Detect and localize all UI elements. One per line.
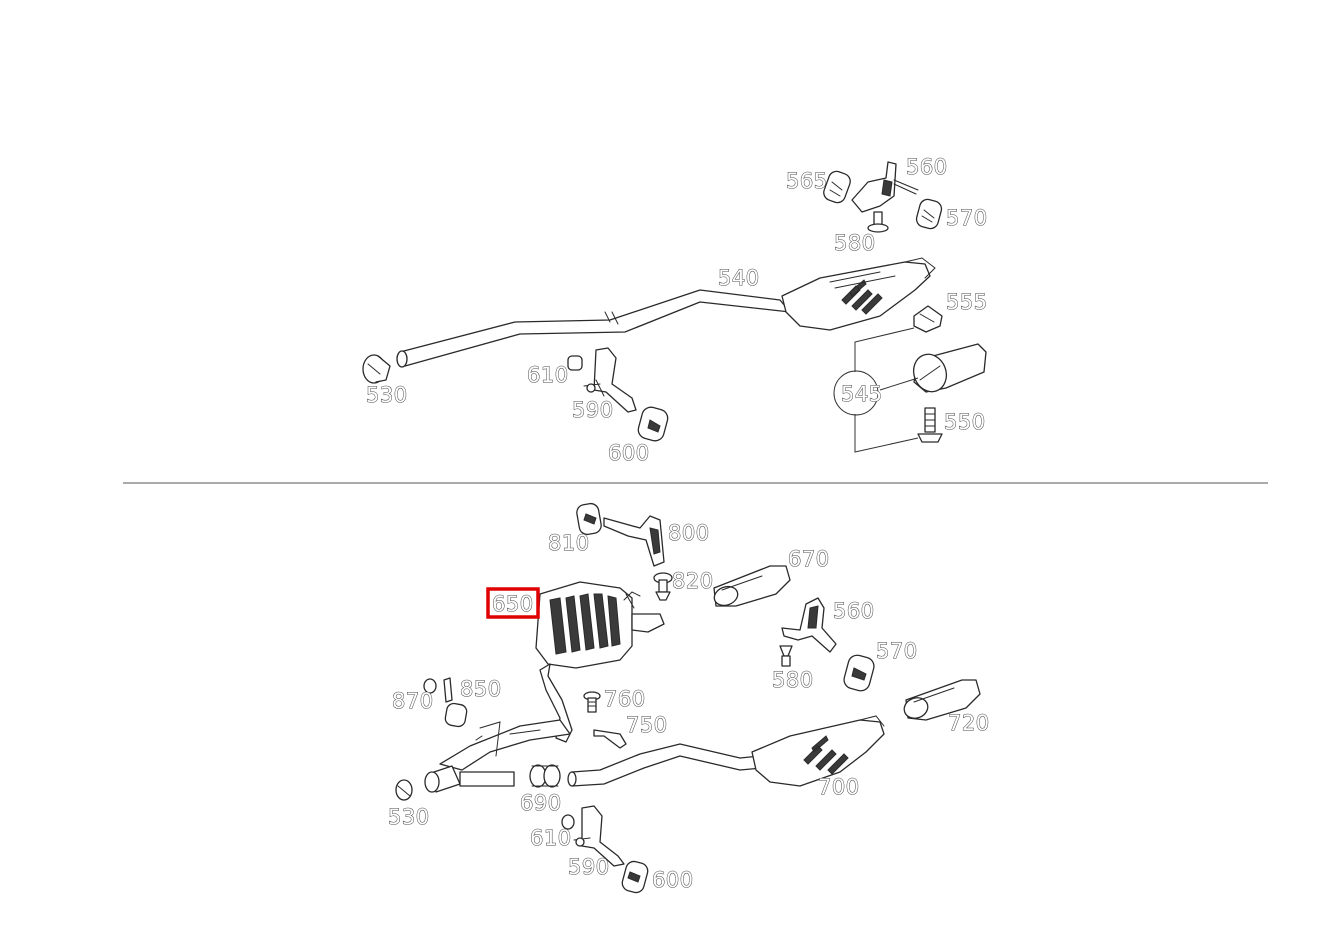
label-580[interactable]: 580 bbox=[834, 231, 876, 256]
part-530-clamp[interactable] bbox=[362, 354, 391, 384]
label-550[interactable]: 550 bbox=[944, 410, 986, 435]
part-540-rear-muffler[interactable] bbox=[781, 257, 936, 331]
part-560-bracket[interactable] bbox=[851, 161, 919, 213]
label-540[interactable]: 540 bbox=[718, 266, 760, 291]
part-570-rubber-mount[interactable] bbox=[915, 198, 943, 231]
part-565-rubber-mount[interactable] bbox=[822, 169, 853, 205]
part-590-bracket[interactable] bbox=[573, 805, 625, 867]
label-610[interactable]: 610 bbox=[530, 826, 572, 851]
label-555[interactable]: 555 bbox=[946, 290, 988, 315]
part-560-bracket[interactable] bbox=[781, 597, 837, 653]
part-650-front-muffler[interactable] bbox=[535, 581, 665, 743]
part-610-bushing[interactable] bbox=[567, 355, 583, 371]
label-870[interactable]: 870 bbox=[392, 689, 434, 714]
part-570-rubber-mount[interactable] bbox=[842, 653, 876, 693]
label-530[interactable]: 530 bbox=[388, 805, 430, 830]
label-820[interactable]: 820 bbox=[672, 569, 714, 594]
part-front-pipe[interactable] bbox=[424, 719, 571, 793]
part-870-bushing[interactable] bbox=[423, 678, 437, 694]
label-545[interactable]: 545 bbox=[841, 382, 883, 407]
label-850[interactable]: 850 bbox=[460, 677, 502, 702]
part-700-rear-pipe[interactable] bbox=[567, 743, 763, 787]
part-810-rubber-mount[interactable] bbox=[576, 502, 603, 536]
label-690[interactable]: 690 bbox=[520, 791, 562, 816]
label-590[interactable]: 590 bbox=[572, 398, 614, 423]
part-545-tailpipe-tip[interactable] bbox=[908, 343, 987, 396]
label-610[interactable]: 610 bbox=[527, 363, 569, 388]
lower-callouts: 810 800 670 820 650 560 570 580 870 850 … bbox=[388, 521, 990, 893]
part-530-clamp[interactable] bbox=[395, 779, 413, 801]
label-590[interactable]: 590 bbox=[568, 855, 610, 880]
label-670[interactable]: 670 bbox=[788, 547, 830, 572]
label-530[interactable]: 530 bbox=[366, 383, 408, 408]
part-820-bolt[interactable] bbox=[653, 572, 673, 601]
part-850-hanger[interactable] bbox=[443, 677, 468, 728]
part-540-exhaust-pipe[interactable] bbox=[396, 289, 791, 368]
label-600[interactable]: 600 bbox=[652, 868, 694, 893]
part-690-clamp[interactable] bbox=[529, 764, 561, 788]
part-700-rear-muffler[interactable] bbox=[751, 715, 885, 787]
part-555-clip[interactable] bbox=[913, 305, 943, 333]
part-600-rubber-mount[interactable] bbox=[636, 405, 669, 443]
label-570[interactable]: 570 bbox=[876, 639, 918, 664]
part-750-bracket[interactable] bbox=[593, 729, 627, 749]
label-565[interactable]: 565 bbox=[786, 169, 828, 194]
part-800-bracket[interactable] bbox=[603, 515, 665, 567]
upper-assembly: 565 560 570 580 540 555 545 550 530 610 … bbox=[362, 155, 988, 466]
label-600[interactable]: 600 bbox=[608, 441, 650, 466]
part-670-tailpipe-tip[interactable] bbox=[712, 565, 791, 609]
label-580[interactable]: 580 bbox=[772, 668, 814, 693]
part-580-bolt[interactable] bbox=[779, 645, 793, 667]
upper-callouts: 565 560 570 580 540 555 545 550 530 610 … bbox=[366, 155, 988, 466]
label-560[interactable]: 560 bbox=[906, 155, 948, 180]
lower-assembly: 810 800 670 820 650 560 570 580 870 850 … bbox=[388, 502, 990, 894]
label-760[interactable]: 760 bbox=[604, 687, 646, 712]
part-610-bushing[interactable] bbox=[561, 814, 575, 830]
label-800[interactable]: 800 bbox=[668, 521, 710, 546]
part-720-tailpipe-tip[interactable] bbox=[901, 679, 981, 722]
label-700[interactable]: 700 bbox=[818, 775, 860, 800]
label-650[interactable]: 650 bbox=[492, 592, 534, 617]
label-750[interactable]: 750 bbox=[626, 713, 668, 738]
label-720[interactable]: 720 bbox=[948, 711, 990, 736]
part-600-rubber-mount[interactable] bbox=[620, 860, 649, 895]
label-570[interactable]: 570 bbox=[946, 206, 988, 231]
part-550-screw[interactable] bbox=[917, 407, 943, 443]
group-545-leaders bbox=[833, 327, 919, 453]
label-810[interactable]: 810 bbox=[548, 531, 590, 556]
label-560[interactable]: 560 bbox=[833, 599, 875, 624]
part-580-bolt[interactable] bbox=[867, 211, 889, 233]
part-760-bolt[interactable] bbox=[583, 691, 601, 713]
part-650-highlight bbox=[486, 587, 540, 619]
part-590-bracket[interactable] bbox=[583, 347, 637, 413]
